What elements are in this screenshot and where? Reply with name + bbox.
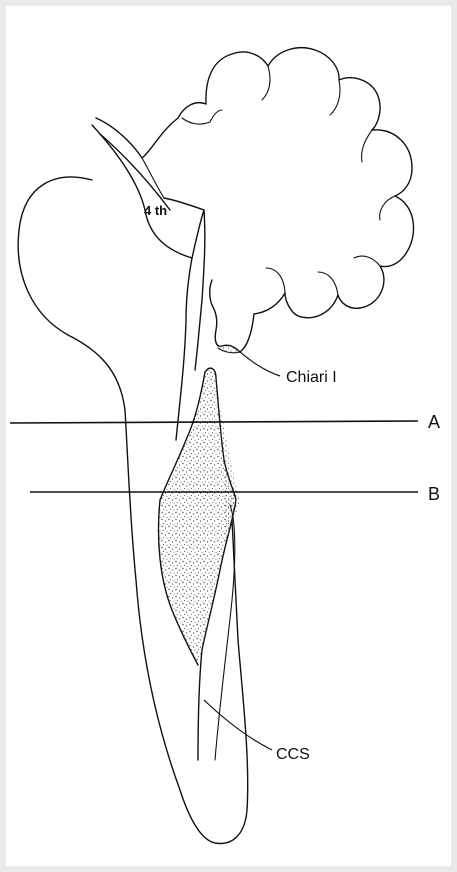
chiari-leader <box>240 352 280 376</box>
label-line-a: A <box>428 412 440 432</box>
line-a <box>10 421 418 423</box>
label-ccs: CCS <box>276 746 310 763</box>
cerebellar-tonsil <box>210 280 240 352</box>
folia-line-2 <box>262 66 270 100</box>
folia-line-1 <box>182 110 222 124</box>
ccs-leader <box>204 700 272 750</box>
cerebellum-outline <box>96 48 414 352</box>
label-chiari: Chiari I <box>286 369 337 386</box>
folia-line-7 <box>318 272 338 295</box>
fourth-ventricle-outline <box>92 125 204 258</box>
dorsal-cord-line-2 <box>195 210 205 370</box>
folia-line-3 <box>330 80 340 115</box>
folia-line-9 <box>142 158 164 198</box>
folia-line-8 <box>266 268 285 293</box>
label-fourth-ventricle: 4 th <box>144 203 167 218</box>
folia-line-5 <box>380 196 395 220</box>
folia-line-4 <box>362 130 372 162</box>
syrinx-fill <box>159 368 237 665</box>
folia-line-6 <box>354 256 380 266</box>
label-line-b: B <box>428 484 440 504</box>
ventricle-roof-line <box>100 134 170 210</box>
tonsil-fill <box>217 345 240 353</box>
dorsal-cord-line <box>176 258 192 440</box>
